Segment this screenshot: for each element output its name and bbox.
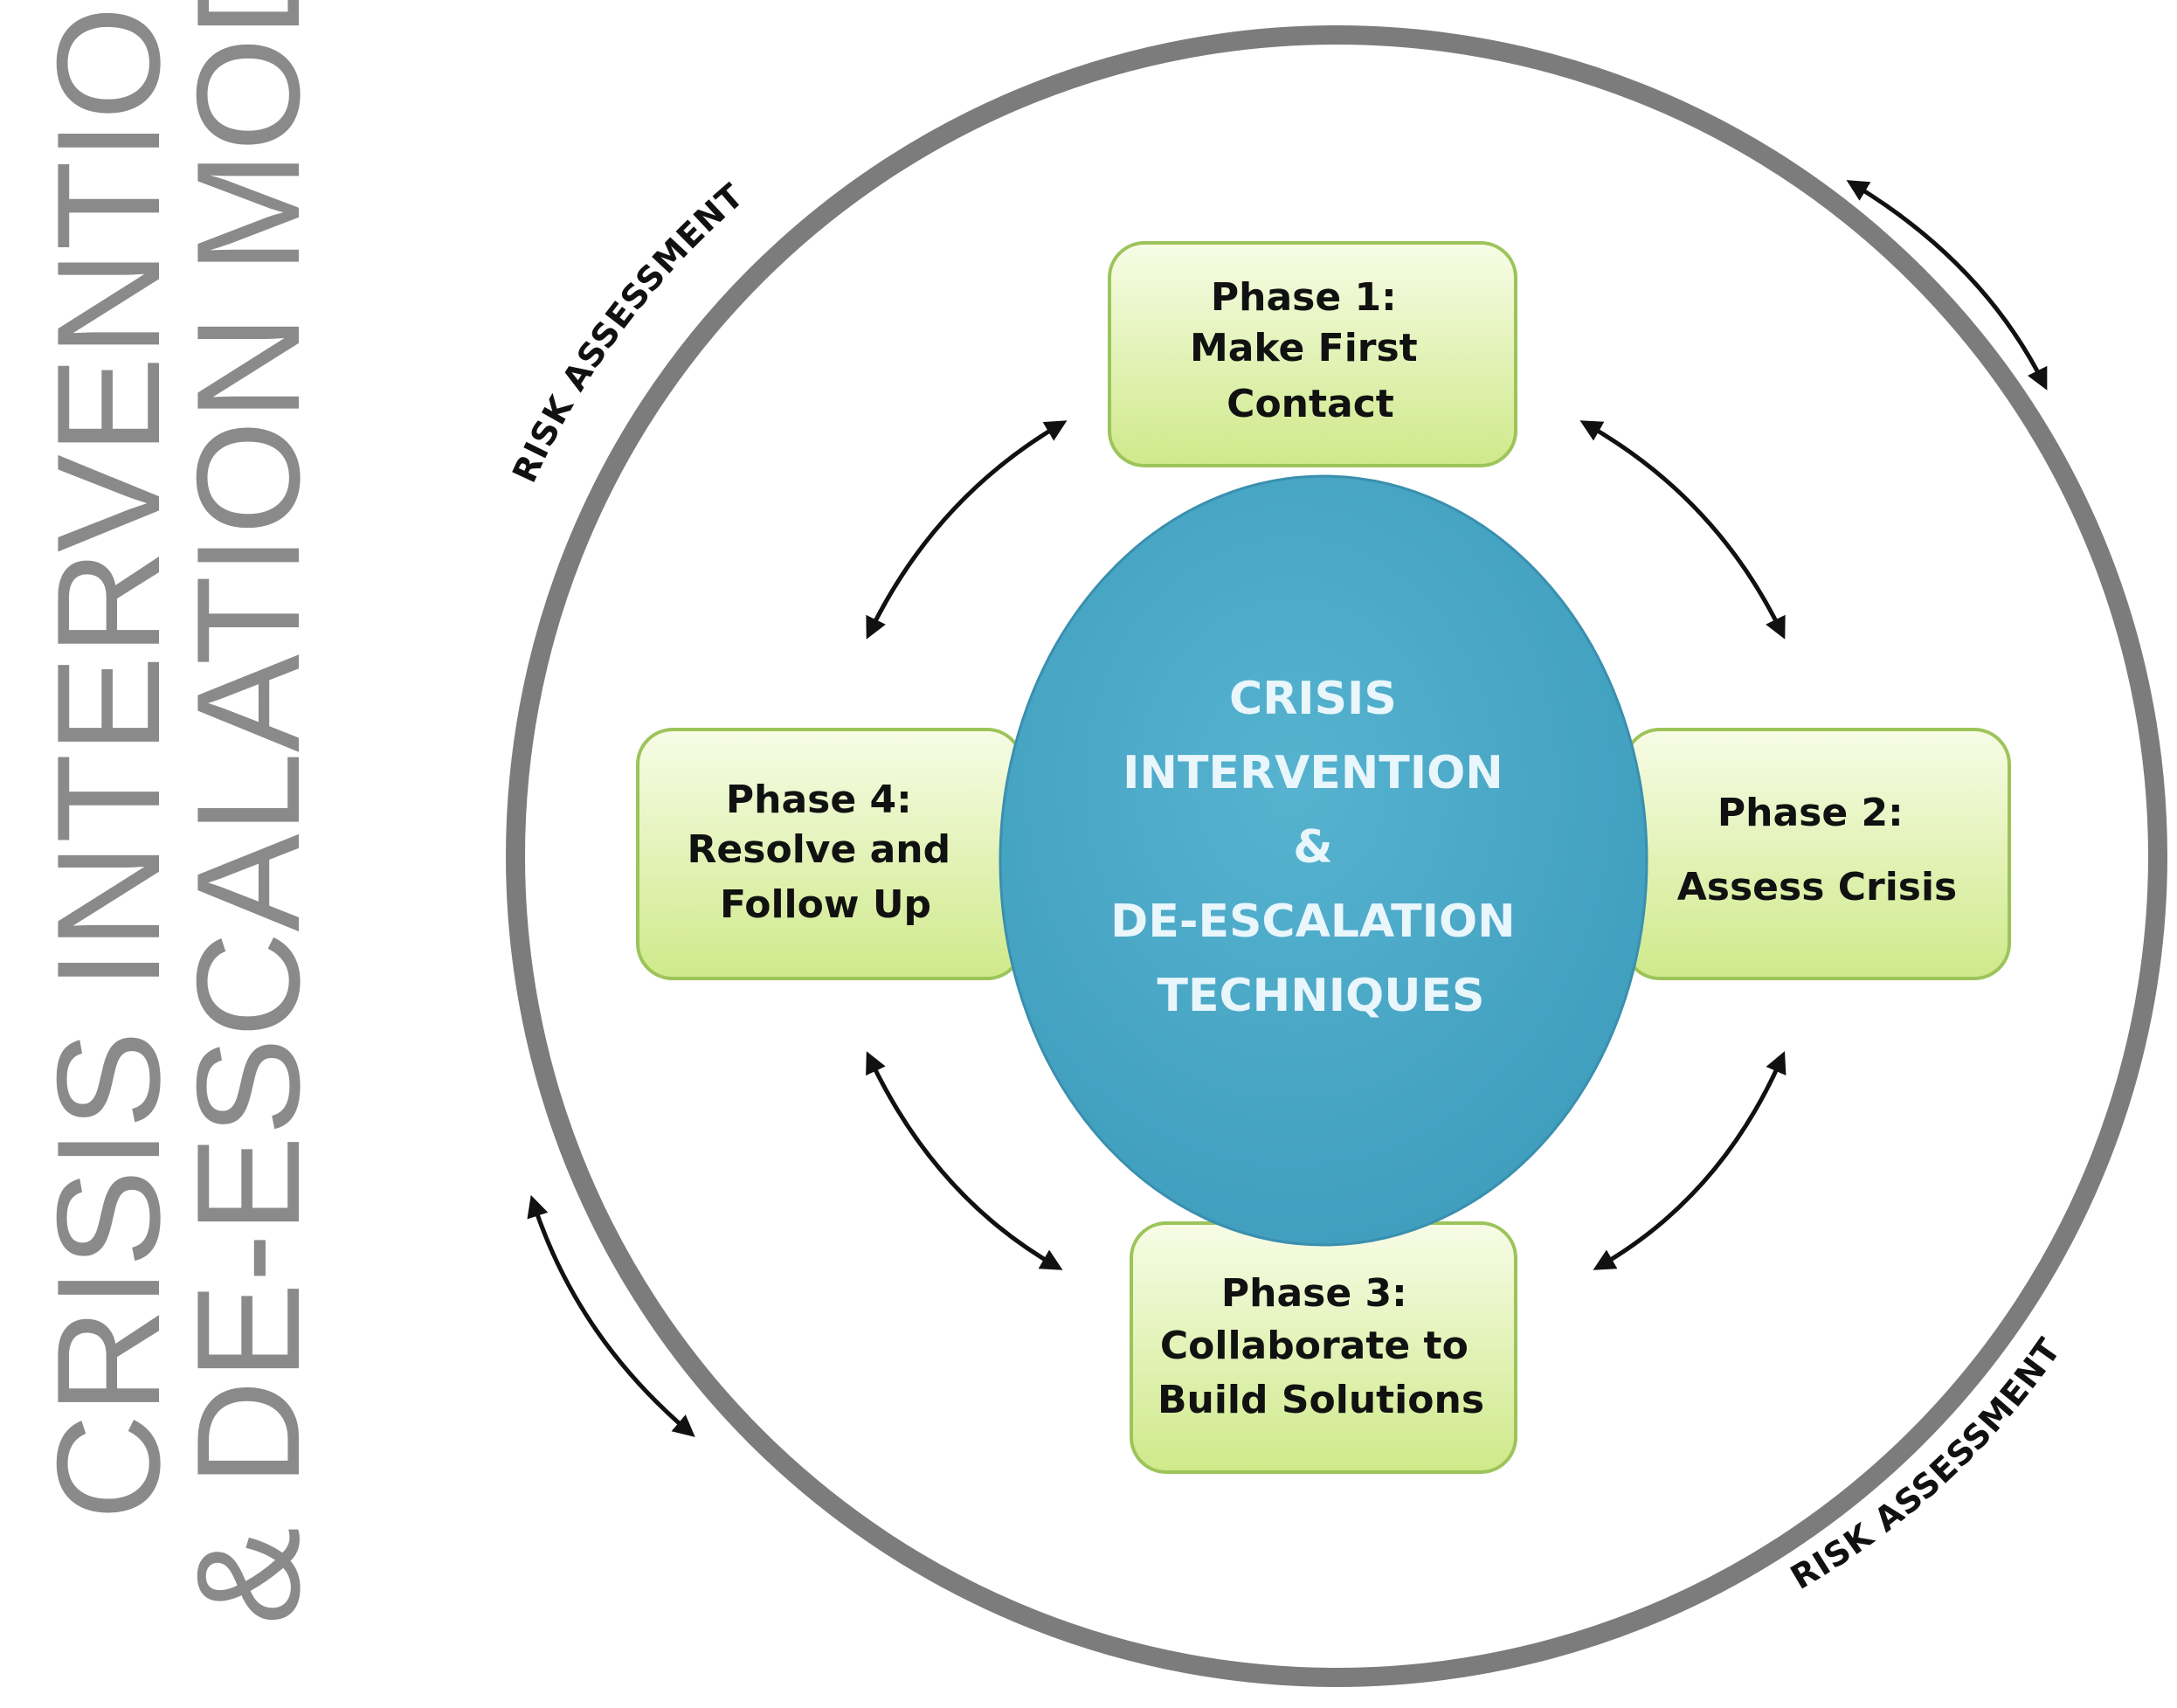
phase-4-line-1: Phase 4: <box>726 778 912 822</box>
center-line-3: & <box>1293 821 1332 874</box>
phase-2-box <box>1623 728 2011 980</box>
phase-1-box <box>1108 241 1517 467</box>
phase-4-label: Phase 4: Resolve and Follow Up <box>688 778 964 927</box>
phase-3-line-2: Collaborate to <box>1160 1324 1469 1368</box>
phase-2-label: Phase 2: Assess Crisis <box>1677 791 1958 909</box>
phase-1-line-3: Contact <box>1227 382 1394 426</box>
phase-1-line-2: Make First <box>1190 326 1418 370</box>
outer-arrow-top-right <box>1846 180 2048 391</box>
center-line-4: DE-ESCALATION <box>1110 895 1516 948</box>
phase-1-label: Phase 1: Make First Contact <box>1190 275 1431 426</box>
arrow-phase1-phase2 <box>1579 420 1786 640</box>
phase-2-line-2: Assess Crisis <box>1677 865 1958 909</box>
center-line-5: TECHNIQUES <box>1158 970 1485 1022</box>
phase-3-label: Phase 3: Collaborate to Build Solutions <box>1158 1271 1484 1422</box>
arrow-phase1-phase4 <box>866 420 1068 640</box>
center-label: CRISIS INTERVENTION & DE-ESCALATION TECH… <box>1110 673 1531 1022</box>
arrow-phase4-phase3 <box>866 1051 1063 1270</box>
phase-1-line-1: Phase 1: <box>1211 275 1397 320</box>
phase-4-line-3: Follow Up <box>720 882 931 927</box>
center-ellipse <box>999 474 1648 1247</box>
phase-3-line-3: Build Solutions <box>1158 1378 1484 1422</box>
phase-3-line-1: Phase 3: <box>1221 1271 1407 1316</box>
arrow-phase2-phase3 <box>1593 1051 1787 1270</box>
center-line-1: CRISIS <box>1229 673 1397 725</box>
outer-ring <box>506 25 2167 1687</box>
risk-label-bottom-right: RISK ASSESSMENT <box>1784 1331 2068 1596</box>
center-line-2: INTERVENTION <box>1123 747 1503 799</box>
phase-2-line-1: Phase 2: <box>1717 791 1904 835</box>
outer-arrow-bottom-left <box>527 1194 695 1437</box>
phase-4-line-2: Resolve and <box>688 827 951 872</box>
